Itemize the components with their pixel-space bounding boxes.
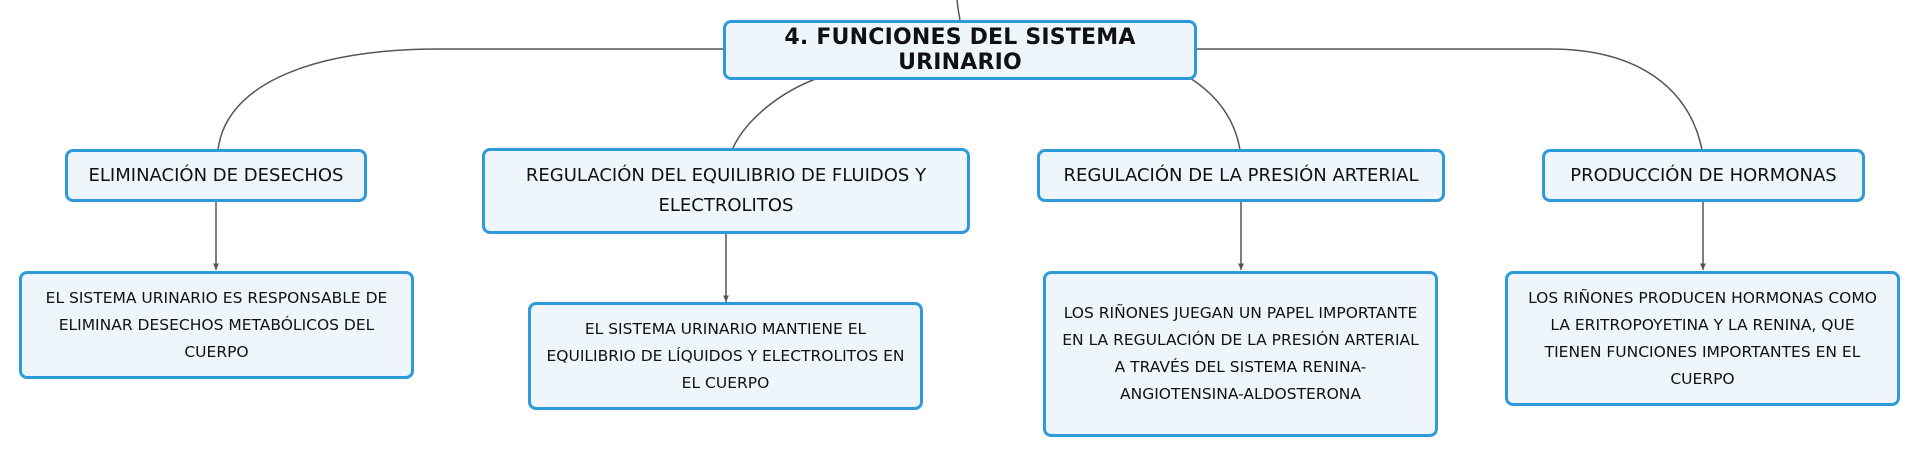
topic-node-produccion-hormonas[interactable]: PRODUCCIÓN DE HORMONAS bbox=[1542, 149, 1865, 202]
detail-text-eliminacion: EL SISTEMA URINARIO ES RESPONSABLE DE EL… bbox=[45, 288, 388, 361]
detail-text-produccion-hormonas: LOS RIÑONES PRODUCEN HORMONAS COMO LA ER… bbox=[1528, 288, 1877, 388]
connector-root-to-topic-4 bbox=[1197, 48, 1703, 151]
topic-title-eliminacion: ELIMINACIÓN DE DESECHOS bbox=[88, 164, 344, 186]
connector-root-to-topic-2 bbox=[731, 77, 819, 151]
topic-node-presion-arterial[interactable]: REGULACIÓN DE LA PRESIÓN ARTERIAL bbox=[1037, 149, 1445, 202]
detail-node-presion-arterial[interactable]: LOS RIÑONES JUEGAN UN PAPEL IMPORTANTE E… bbox=[1043, 271, 1438, 437]
topic-title-presion-arterial: REGULACIÓN DE LA PRESIÓN ARTERIAL bbox=[1063, 164, 1419, 186]
connector-root-to-topic-1 bbox=[217, 48, 723, 151]
root-topic-node[interactable]: 4. FUNCIONES DEL SISTEMA URINARIO bbox=[723, 20, 1197, 80]
root-topic-title: 4. FUNCIONES DEL SISTEMA URINARIO bbox=[784, 25, 1136, 75]
detail-text-presion-arterial: LOS RIÑONES JUEGAN UN PAPEL IMPORTANTE E… bbox=[1062, 304, 1419, 403]
detail-node-regulacion-fluidos[interactable]: EL SISTEMA URINARIO MANTIENE EL EQUILIBR… bbox=[528, 302, 923, 410]
connector-root-to-topic-3 bbox=[1189, 77, 1241, 151]
connector-parent bbox=[956, 0, 961, 21]
topic-title-produccion-hormonas: PRODUCCIÓN DE HORMONAS bbox=[1570, 164, 1837, 186]
detail-node-produccion-hormonas[interactable]: LOS RIÑONES PRODUCEN HORMONAS COMO LA ER… bbox=[1505, 271, 1900, 406]
topic-node-eliminacion[interactable]: ELIMINACIÓN DE DESECHOS bbox=[65, 149, 367, 202]
topic-node-regulacion-fluidos[interactable]: REGULACIÓN DEL EQUILIBRIO DE FLUIDOS Y E… bbox=[482, 148, 970, 234]
detail-node-eliminacion[interactable]: EL SISTEMA URINARIO ES RESPONSABLE DE EL… bbox=[19, 271, 414, 379]
detail-text-regulacion-fluidos: EL SISTEMA URINARIO MANTIENE EL EQUILIBR… bbox=[546, 319, 905, 392]
topic-title-regulacion-fluidos: REGULACIÓN DEL EQUILIBRIO DE FLUIDOS Y E… bbox=[525, 165, 927, 216]
